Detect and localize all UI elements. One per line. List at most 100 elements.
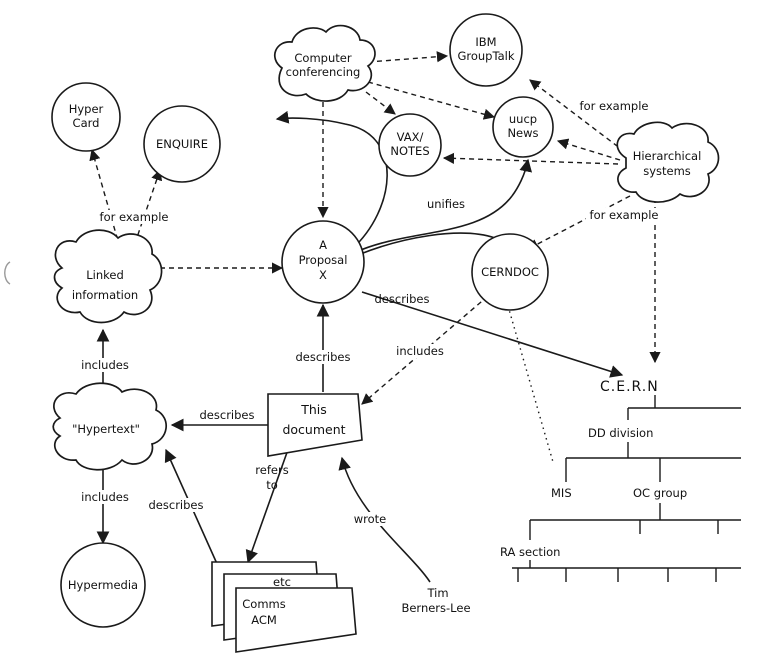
label-includes-linked: includes — [81, 358, 129, 372]
node-enquire-circle — [143, 105, 221, 183]
label-bg — [146, 498, 208, 512]
label-for-example-ibm: for example — [580, 99, 649, 113]
node-uucp-news[interactable]: uucp News — [492, 96, 554, 158]
node-vax-line2: NOTES — [390, 144, 429, 158]
node-tim-line2: Berners-Lee — [401, 601, 470, 615]
label-describes-hypertext: describes — [200, 408, 255, 422]
node-hypercard-line2: Card — [73, 116, 100, 130]
node-uucp-line1: uucp — [509, 112, 537, 126]
node-hypermedia[interactable]: Hypermedia — [60, 542, 146, 628]
label-describes-proposal: describes — [296, 350, 351, 364]
node-comms-acm[interactable]: etc Comms ACM — [211, 561, 357, 653]
edge-hierarchical-to-cerndoc — [527, 195, 631, 250]
edge-labels: for example for example for example unif… — [78, 99, 664, 526]
node-hypercard[interactable]: Hyper Card — [51, 82, 121, 152]
node-linked-line2: information — [72, 288, 138, 302]
node-document-shape — [267, 393, 363, 457]
node-document-line2: document — [282, 422, 345, 437]
page-front — [235, 587, 357, 653]
node-acm-line1: Comms — [242, 597, 285, 611]
label-for-example-cerndoc: for example — [590, 208, 659, 222]
node-ibm-line2: GroupTalk — [457, 49, 514, 63]
label-describes-cern: describes — [375, 292, 430, 306]
edge-cerndoc-to-mis — [507, 305, 554, 463]
node-conferencing-line1: Computer — [294, 51, 351, 65]
node-hypercard-circle — [51, 82, 121, 152]
label-wrote: wrote — [354, 512, 387, 526]
label-bg — [586, 208, 664, 222]
edge-hierarchical-to-ibm — [529, 79, 626, 153]
node-ibm-line1: IBM — [475, 35, 496, 49]
edge-unifies-to-vax — [511, 158, 533, 197]
label-refers: refers — [255, 463, 288, 477]
edge-document-to-acm — [245, 443, 291, 564]
margin-mark — [4, 261, 11, 285]
label-bg — [196, 408, 258, 422]
node-hypertext-cloud — [52, 382, 167, 471]
label-bg — [78, 490, 132, 504]
label-unifies: unifies — [427, 197, 465, 211]
node-tim-berners-lee[interactable]: Tim Berners-Lee — [401, 586, 470, 615]
node-hierarchical-line2: systems — [643, 164, 691, 178]
label-includes-cerndoc: includes — [396, 344, 444, 358]
node-computer-conferencing[interactable]: Computer conferencing — [273, 24, 376, 102]
node-document-line1: This — [300, 402, 327, 417]
node-vax-line1: VAX/ — [397, 130, 424, 144]
edge-conferencing-to-uucp — [367, 81, 496, 120]
node-vax-notes[interactable]: VAX/ NOTES — [378, 113, 442, 177]
node-cerndoc-label: CERNDOC — [481, 265, 539, 279]
node-uucp-circle — [492, 96, 554, 158]
ra-section-label: RA section — [500, 545, 560, 559]
edge-conferencing-to-ibm — [367, 51, 449, 63]
node-proposal-circle — [281, 220, 365, 304]
node-hierarchical-line1: Hierarchical — [633, 149, 702, 163]
node-cerndoc-circle — [471, 233, 549, 311]
node-proposal[interactable]: A Proposal X — [281, 220, 365, 304]
node-proposal-line3: X — [319, 268, 327, 282]
edge-proposal-to-uucp — [355, 195, 513, 253]
edge-proposal-to-cerndoc — [357, 232, 496, 256]
edge-hierarchical-to-vax — [442, 152, 619, 165]
node-ibm-grouptalk[interactable]: IBM GroupTalk — [449, 13, 523, 87]
node-enquire[interactable]: ENQUIRE — [143, 105, 221, 183]
label-bg — [292, 350, 354, 364]
node-hierarchical-cloud — [616, 121, 720, 203]
org-tree: C.E.R.N DD division MIS OC group RA sect… — [500, 379, 741, 582]
node-conferencing-line2: conferencing — [286, 65, 361, 79]
node-uucp-line2: News — [507, 126, 538, 140]
edge-linked-to-enquire — [131, 168, 163, 253]
label-bg — [96, 210, 172, 224]
node-hypercard-line1: Hyper — [69, 102, 104, 116]
node-hierarchical-systems[interactable]: Hierarchical systems — [616, 121, 720, 203]
label-bg — [78, 358, 132, 372]
node-linked-line1: Linked — [86, 268, 124, 282]
label-for-example-linked: for example — [100, 210, 169, 224]
node-this-document[interactable]: This document — [267, 393, 363, 457]
node-hypermedia-label: Hypermedia — [68, 578, 138, 592]
node-conferencing-cloud — [273, 24, 376, 102]
label-includes-hypermedia: includes — [81, 490, 129, 504]
node-etc-label: etc — [273, 575, 291, 589]
label-to: to — [266, 478, 278, 492]
edge-proposal-to-cern — [361, 291, 624, 378]
label-describes-acm: describes — [149, 498, 204, 512]
node-ibm-circle — [449, 13, 523, 87]
edge-linked-to-hypercard — [89, 148, 121, 249]
node-cerndoc[interactable]: CERNDOC — [471, 233, 549, 311]
edge-hierarchical-to-uucp — [556, 138, 621, 161]
node-hypertext-label: "Hypertext" — [72, 422, 140, 436]
edge-conferencing-to-vax — [365, 91, 396, 115]
edge-tim-to-document — [338, 456, 431, 583]
node-proposal-line1: A — [319, 238, 327, 252]
node-tim-line1: Tim — [426, 586, 448, 600]
node-enquire-label: ENQUIRE — [156, 137, 208, 151]
edge-proposal-to-enquire — [275, 110, 388, 250]
cern-label: C.E.R.N — [600, 379, 659, 395]
node-hypermedia-circle — [60, 542, 146, 628]
label-bg — [392, 344, 450, 358]
oc-group-label: OC group — [633, 486, 687, 500]
node-acm-line2: ACM — [251, 613, 277, 627]
node-linked-information[interactable]: Linked information — [53, 229, 163, 324]
node-hypertext[interactable]: "Hypertext" — [52, 382, 167, 471]
